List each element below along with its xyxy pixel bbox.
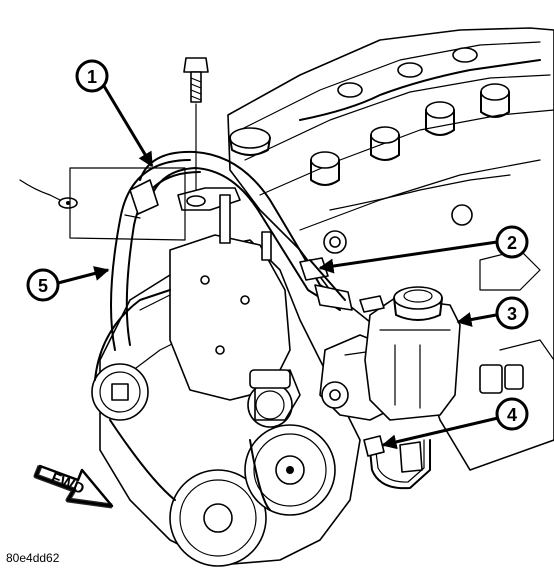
- ground-wire: [19, 167, 186, 241]
- svg-text:2: 2: [507, 233, 517, 253]
- oil-filler-cap: [229, 127, 271, 156]
- belt-tensioner: [247, 369, 301, 428]
- pump-pulley: [244, 424, 336, 516]
- callout-2: 2: [495, 225, 529, 259]
- svg-text:5: 5: [38, 276, 48, 296]
- mounting-bolt: [183, 57, 209, 103]
- callout-4: 4: [495, 397, 529, 431]
- svg-text:1: 1: [87, 67, 97, 87]
- fluid-reservoir: [359, 286, 461, 421]
- svg-text:4: 4: [507, 405, 517, 425]
- serpentine-belt: [94, 289, 271, 511]
- crankshaft-pulley: [169, 469, 267, 567]
- engine-block: [227, 27, 554, 471]
- leader-lines: [57, 85, 499, 450]
- callout-5: 5: [26, 268, 60, 302]
- pressure-line-fitting: [363, 435, 431, 490]
- fwd-arrow: FWD: [33, 464, 114, 509]
- svg-text:3: 3: [507, 304, 517, 324]
- figure-reference: 80e4dd62: [6, 551, 60, 565]
- hose-bracket: [177, 187, 272, 261]
- supply-hose: [129, 150, 353, 311]
- ignition-coils: [310, 47, 510, 186]
- idler-pulley: [91, 363, 149, 421]
- callout-3: 3: [495, 296, 529, 330]
- return-hose: [110, 159, 201, 351]
- callout-1: 1: [75, 59, 109, 93]
